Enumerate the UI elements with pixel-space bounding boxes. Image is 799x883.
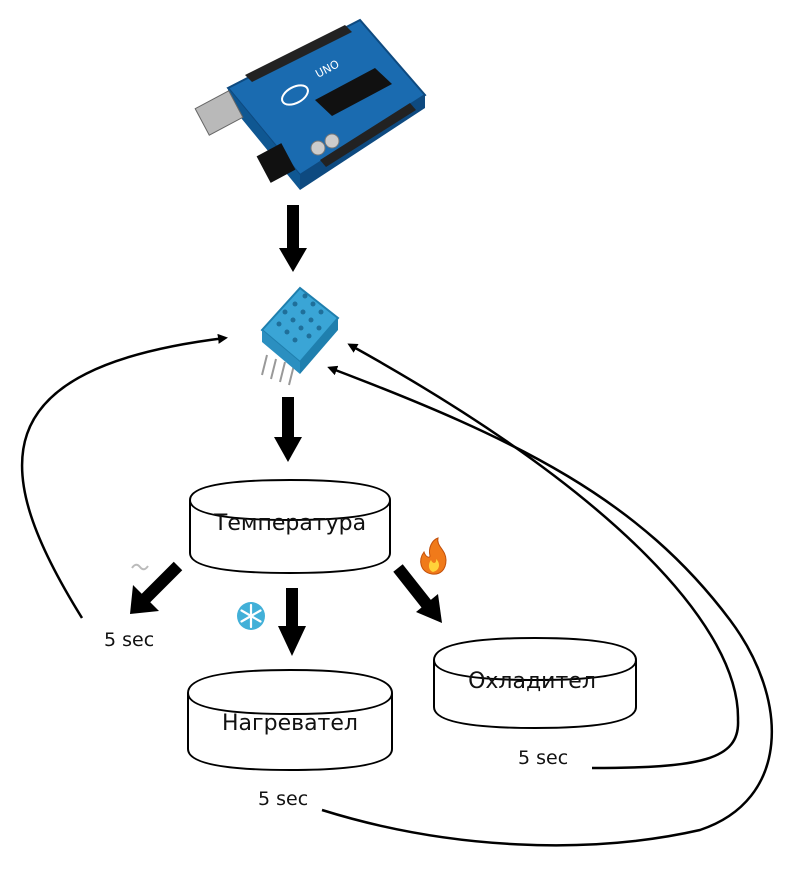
node-cooler: Охладител: [433, 636, 637, 730]
feedback-loop-cooler: [347, 343, 740, 770]
dht-sensor-icon: [260, 286, 340, 386]
arrow-sensor-to-temperature: [274, 397, 302, 462]
delay-label-heater: 5 sec: [258, 788, 308, 810]
arrow-temperature-to-heater: [278, 588, 306, 656]
node-heater: Нагревател: [187, 668, 393, 772]
fire-icon: [420, 537, 447, 575]
feedback-loop-heater: [321, 365, 774, 847]
arrow-temperature-to-left: [130, 561, 183, 614]
arrow-board-to-sensor: [279, 205, 307, 272]
node-heater-label: Нагревател: [222, 711, 358, 736]
delay-label-left: 5 sec: [104, 629, 154, 651]
node-temperature-label: Температура: [213, 511, 366, 536]
delay-label-cooler: 5 sec: [518, 747, 568, 769]
tilde-icon: [131, 563, 149, 571]
snowflake-icon: [237, 602, 265, 630]
arduino-board-icon: UNO: [194, 18, 427, 190]
arrow-temperature-to-cooler: [393, 564, 442, 623]
feedback-loop-left: [20, 333, 228, 619]
node-temperature: Температура: [189, 478, 391, 575]
node-cooler-label: Охладител: [468, 669, 596, 694]
